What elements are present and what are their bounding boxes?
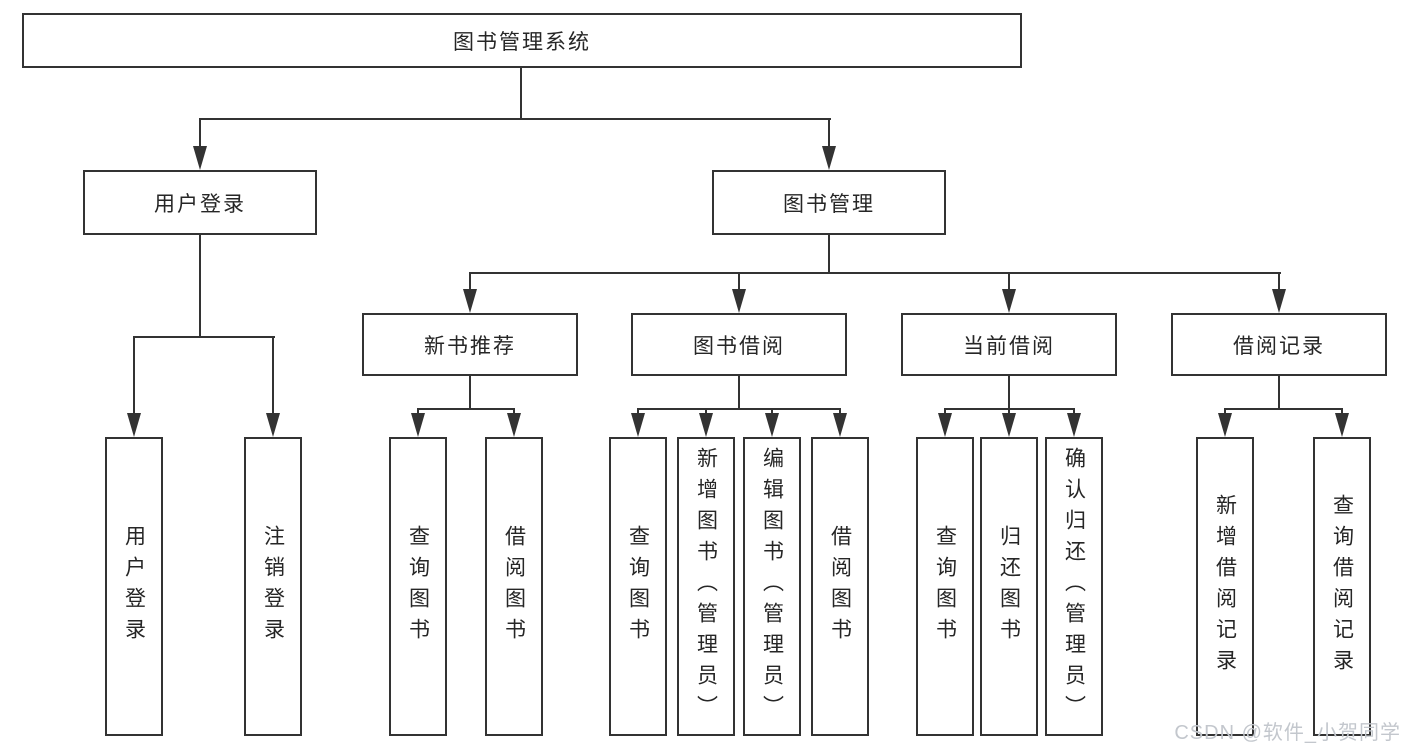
node-borrow-records-label: 借阅记录 [1233, 334, 1325, 358]
leaf-add-books-admin: 新增图书（管理员） [677, 437, 735, 736]
arrow-down-icon [127, 413, 141, 437]
leaf-logout-label: 注销登录 [261, 524, 285, 649]
arrow-down-icon [822, 146, 836, 170]
arrow-down-icon [1335, 413, 1349, 437]
leaf-borrowing-query-books: 查询图书 [609, 437, 667, 736]
v-line [469, 274, 471, 291]
node-new-book-recommend: 新书推荐 [362, 313, 578, 376]
v-line [738, 376, 740, 410]
arrow-down-icon [1002, 413, 1016, 437]
v-line [771, 408, 773, 415]
v-line [705, 408, 707, 415]
arrow-down-icon [631, 413, 645, 437]
leaf-borrowing-borrow-books: 借阅图书 [811, 437, 869, 736]
arrow-down-icon [411, 413, 425, 437]
arrow-down-icon [507, 413, 521, 437]
arrow-down-icon [463, 289, 477, 313]
v-line [417, 408, 419, 415]
v-line [469, 376, 471, 410]
leaf-borrowing-borrow-books-label: 借阅图书 [828, 524, 852, 649]
v-line [1278, 274, 1280, 291]
leaf-add-books-admin-label: 新增图书（管理员） [694, 447, 718, 726]
node-book-borrowing-label: 图书借阅 [693, 334, 785, 358]
h-line [1224, 408, 1343, 410]
arrow-down-icon [732, 289, 746, 313]
leaf-edit-books-admin-label: 编辑图书（管理员） [760, 447, 784, 726]
arrow-down-icon [833, 413, 847, 437]
v-line [133, 338, 135, 414]
v-line [1008, 408, 1010, 415]
leaf-confirm-return-admin-label: 确认归还（管理员） [1062, 447, 1086, 726]
v-line [520, 68, 522, 120]
arrow-down-icon [1218, 413, 1232, 437]
v-line [1224, 408, 1226, 415]
leaf-return-books: 归还图书 [980, 437, 1038, 736]
h-line [417, 408, 515, 410]
leaf-logout: 注销登录 [244, 437, 302, 736]
leaf-current-query-books: 查询图书 [916, 437, 974, 736]
node-book-management-label: 图书管理 [783, 192, 875, 216]
leaf-user-login-label: 用户登录 [122, 524, 146, 649]
arrow-down-icon [699, 413, 713, 437]
h-line [199, 118, 831, 120]
leaf-confirm-return-admin: 确认归还（管理员） [1045, 437, 1103, 736]
leaf-recommend-borrow-books-label: 借阅图书 [502, 524, 526, 649]
leaf-query-borrow-record-label: 查询借阅记录 [1330, 493, 1354, 680]
node-user-login-label: 用户登录 [154, 192, 246, 216]
arrow-down-icon [1067, 413, 1081, 437]
v-line [839, 408, 841, 415]
v-line [1008, 274, 1010, 291]
leaf-add-borrow-record: 新增借阅记录 [1196, 437, 1254, 736]
v-line [199, 235, 201, 338]
v-line [1073, 408, 1075, 415]
v-line [738, 274, 740, 291]
node-root-label: 图书管理系统 [453, 30, 591, 54]
node-book-borrowing: 图书借阅 [631, 313, 847, 376]
v-line [944, 408, 946, 415]
arrow-down-icon [1002, 289, 1016, 313]
v-line [637, 408, 639, 415]
node-current-borrowing-label: 当前借阅 [963, 334, 1055, 358]
h-line [469, 272, 1281, 274]
arrow-down-icon [938, 413, 952, 437]
v-line [1008, 376, 1010, 410]
arrow-down-icon [193, 146, 207, 170]
leaf-edit-books-admin: 编辑图书（管理员） [743, 437, 801, 736]
v-line [199, 120, 201, 148]
node-borrow-records: 借阅记录 [1171, 313, 1387, 376]
v-line [272, 338, 274, 414]
node-root: 图书管理系统 [22, 13, 1022, 68]
h-line [133, 336, 275, 338]
leaf-current-query-books-label: 查询图书 [933, 524, 957, 649]
leaf-user-login: 用户登录 [105, 437, 163, 736]
arrow-down-icon [266, 413, 280, 437]
v-line [513, 408, 515, 415]
leaf-query-borrow-record: 查询借阅记录 [1313, 437, 1371, 736]
leaf-recommend-borrow-books: 借阅图书 [485, 437, 543, 736]
v-line [828, 235, 830, 274]
v-line [1278, 376, 1280, 410]
node-user-login: 用户登录 [83, 170, 317, 235]
leaf-return-books-label: 归还图书 [997, 524, 1021, 649]
v-line [828, 120, 830, 148]
node-new-book-recommend-label: 新书推荐 [424, 334, 516, 358]
leaf-add-borrow-record-label: 新增借阅记录 [1213, 493, 1237, 680]
leaf-recommend-query-books-label: 查询图书 [406, 524, 430, 649]
node-book-management: 图书管理 [712, 170, 946, 235]
node-current-borrowing: 当前借阅 [901, 313, 1117, 376]
v-line [1341, 408, 1343, 415]
arrow-down-icon [1272, 289, 1286, 313]
arrow-down-icon [765, 413, 779, 437]
leaf-borrowing-query-books-label: 查询图书 [626, 524, 650, 649]
h-line [637, 408, 841, 410]
watermark: CSDN @软件_小贺同学 [1174, 722, 1401, 744]
leaf-recommend-query-books: 查询图书 [389, 437, 447, 736]
